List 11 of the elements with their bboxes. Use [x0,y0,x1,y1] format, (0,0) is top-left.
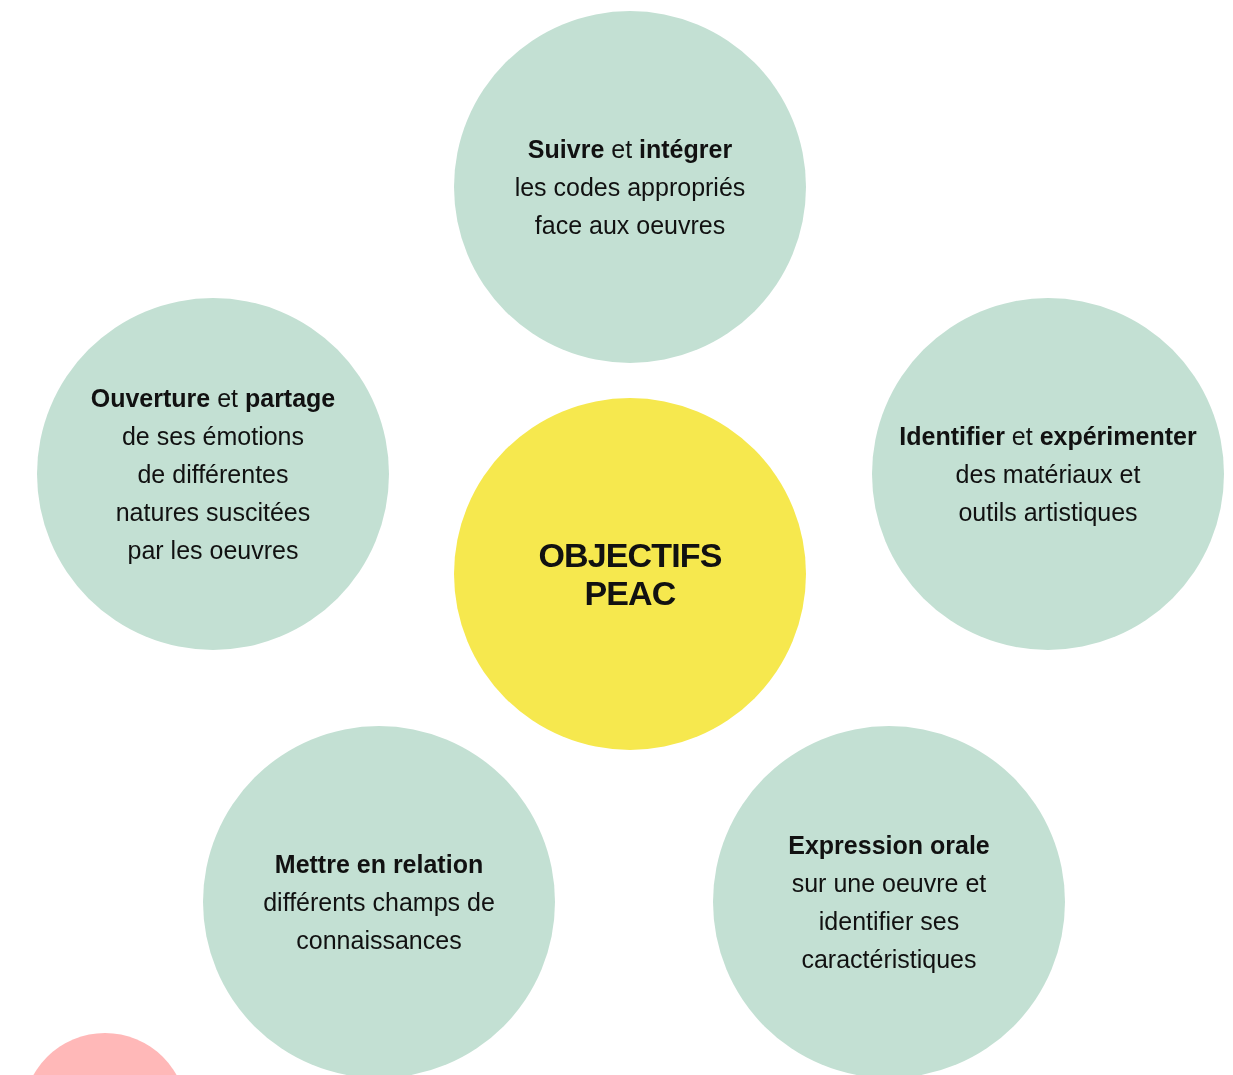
objective-heading: Suivre et intégrer [526,134,734,165]
objective-description: les codes appropriés face aux oeuvres [513,172,747,241]
objective-heading: Identifier et expérimenter [898,421,1198,452]
objective-description: sur une oeuvre et identifier ses caractéristiques [790,868,988,975]
objective-description: des matériaux et outils artistiques [954,459,1142,528]
center-title: OBJECTIFS PEAC [537,536,723,612]
objective-description: différents champs de connaissances [262,887,496,956]
objective-description: de ses émotions de différentes natures suscitées par les oeuvres [114,421,312,566]
objective-heading: Ouverture et partage [89,383,337,414]
objective-heading: Mettre en relation [273,849,485,880]
objective-heading: Expression orale [787,830,991,861]
